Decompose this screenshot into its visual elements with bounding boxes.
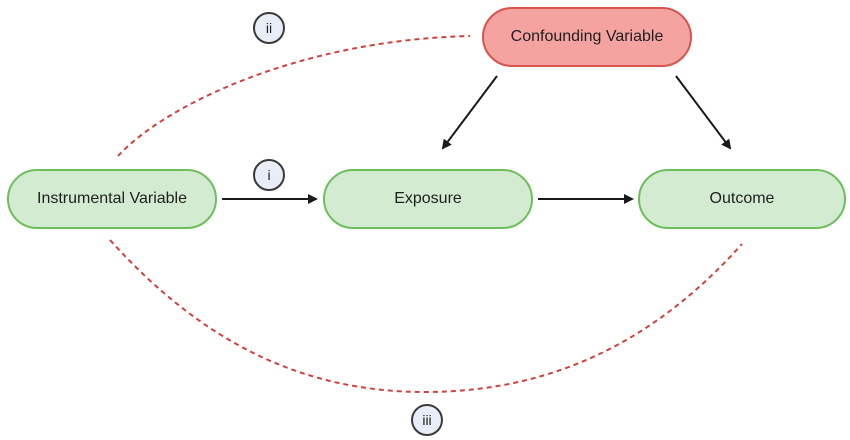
instrumental-variable-node: Instrumental Variable (7, 169, 217, 229)
instrumental-variable-label: Instrumental Variable (37, 190, 187, 207)
outcome-node: Outcome (638, 169, 846, 229)
outcome-label: Outcome (709, 190, 775, 207)
path-badge-i-label: i (267, 167, 271, 183)
confounding-variable-label: Confounding Variable (510, 28, 664, 45)
dashed-path-iii (109, 239, 743, 394)
path-badge-ii-label: ii (265, 20, 273, 36)
exposure-label: Exposure (394, 190, 462, 207)
path-badge-ii: ii (253, 12, 285, 44)
exposure-node: Exposure (323, 169, 533, 229)
arrow-confounder-to-exposure (441, 75, 498, 150)
path-badge-iii-label: iii (422, 412, 432, 428)
dashed-path-ii (117, 35, 471, 157)
confounding-variable-node: Confounding Variable (482, 7, 692, 67)
arrow-confounder-to-outcome (675, 75, 732, 150)
path-badge-iii: iii (411, 404, 443, 436)
path-badge-i: i (253, 159, 285, 191)
